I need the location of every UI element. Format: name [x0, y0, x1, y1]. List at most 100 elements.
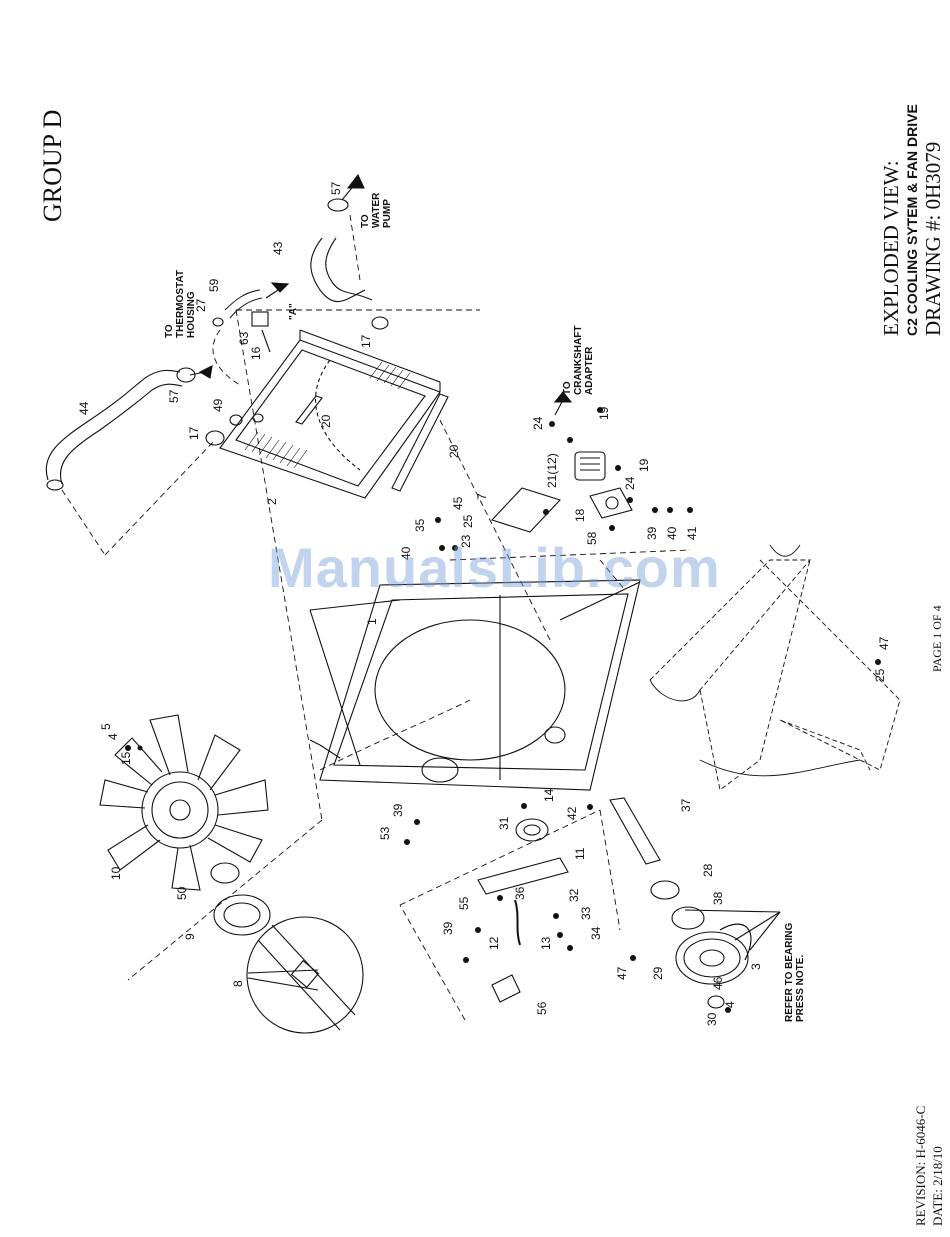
bracket: [491, 487, 561, 533]
part-number-label: 39: [645, 526, 659, 540]
svg-text:ADAPTER: ADAPTER: [584, 346, 595, 395]
part-number-label: 28: [701, 863, 715, 877]
part-number-label: 20: [319, 414, 333, 428]
part-number-label: 39: [441, 921, 455, 935]
part-number-label: 57: [167, 389, 181, 403]
part-number-label: 13: [539, 936, 553, 950]
group-heading: GROUP D: [38, 109, 67, 222]
part-number-label: 32: [567, 888, 581, 902]
svg-text:THERMOSTAT: THERMOSTAT: [175, 270, 186, 338]
drive-pulley: [675, 931, 749, 985]
part-number-label: 24: [531, 416, 545, 430]
part-number-label: 45: [451, 496, 465, 510]
part-number-label: 19: [637, 458, 651, 472]
part-number-label: 2: [265, 498, 279, 505]
title-drawing-number: DRAWING #: 0H3079: [921, 141, 945, 336]
part-number-label: 46: [711, 976, 725, 990]
detail-circle: [246, 916, 364, 1034]
part-number-label: 25: [873, 668, 887, 682]
svg-text:CRANKSHAFT: CRANKSHAFT: [573, 326, 584, 395]
callout-to-thermostat: TO THERMOSTAT HOUSING: [164, 270, 197, 338]
callout-to-crankshaft: TO CRANKSHAFT ADAPTER: [562, 326, 595, 395]
part-number-label: 24: [623, 476, 637, 490]
part-number-label: 11: [573, 847, 587, 860]
part-number-label: 16: [249, 346, 263, 360]
detail-a-label: "A": [288, 303, 299, 320]
part-number-label: 14: [542, 788, 556, 802]
part-number-label: 43: [271, 241, 285, 255]
idler-arm: [477, 857, 569, 895]
part-number-labels: 574359276316174457491720202241921(12)192…: [77, 181, 891, 1026]
part-number-label: 21(12): [545, 453, 559, 488]
part-number-label: 7: [475, 493, 489, 500]
lower-hose: [310, 198, 389, 330]
revision: REVISION: H-6046-C: [913, 1105, 928, 1226]
upper-hose: [45, 367, 225, 491]
part-number-label: 38: [711, 891, 725, 905]
part-number-label: 55: [457, 896, 471, 910]
revision-date: DATE: 2/18/10: [930, 1146, 945, 1226]
part-number-label: 30: [705, 1012, 719, 1026]
fan-shroud: [309, 579, 641, 791]
part-number-label: 25: [461, 514, 475, 528]
title-block: EXPLODED VIEW: C2 COOLING SYTEM & FAN DR…: [879, 104, 945, 336]
part-number-label: 59: [207, 278, 221, 292]
part-number-label: 47: [877, 636, 891, 650]
part-number-label: 40: [665, 526, 679, 540]
part-number-label: 63: [237, 331, 251, 345]
part-number-label: 3: [749, 963, 763, 970]
part-number-label: 1: [365, 618, 379, 625]
title-exploded-view: EXPLODED VIEW:: [879, 160, 903, 336]
part-number-label: 8: [231, 980, 245, 987]
svg-text:WATER: WATER: [371, 192, 382, 228]
part-number-label: 10: [109, 866, 123, 880]
part-number-label: 18: [573, 508, 587, 522]
svg-text:PUMP: PUMP: [382, 199, 393, 228]
svg-text:TO: TO: [360, 214, 371, 228]
title-system-name: C2 COOLING SYTEM & FAN DRIVE: [904, 104, 920, 336]
part-number-label: 4: [723, 1001, 737, 1008]
part-number-label: 17: [359, 334, 373, 348]
drive-shaft: [609, 797, 661, 865]
side-bracket: [295, 393, 449, 492]
part-number-label: 37: [679, 798, 693, 812]
part-number-label: 27: [194, 298, 208, 312]
part-number-label: 58: [585, 531, 599, 545]
part-number-label: 20: [447, 444, 461, 458]
part-number-label: 41: [685, 526, 699, 540]
part-number-label: 19: [597, 406, 611, 420]
part-number-label: 15: [119, 751, 133, 765]
part-number-label: 40: [399, 546, 413, 560]
svg-text:TO: TO: [562, 381, 573, 395]
frame-rails: [649, 559, 901, 791]
bracket-56: [491, 974, 521, 1003]
page-number: PAGE 1 OF 4: [930, 605, 944, 672]
svg-text:PRESS NOTE.: PRESS NOTE.: [795, 955, 806, 1022]
part-number-label: 44: [77, 401, 91, 415]
part-number-label: 39: [391, 803, 405, 817]
part-number-label: 23: [459, 534, 473, 548]
part-number-label: 34: [589, 926, 603, 940]
svg-text:TO: TO: [164, 324, 175, 338]
part-number-label: 42: [565, 806, 579, 820]
part-number-label: 17: [187, 426, 201, 440]
svg-text:HOUSING: HOUSING: [186, 291, 197, 338]
part-number-label: 49: [211, 398, 225, 412]
watermark: ManualsLib.com: [268, 536, 721, 599]
part-number-label: 29: [651, 966, 665, 980]
bearing-press-note: REFER TO BEARING PRESS NOTE.: [784, 923, 806, 1022]
callout-to-water-pump: TO WATER PUMP: [360, 192, 393, 228]
part-number-label: 56: [535, 1001, 549, 1015]
part-number-label: 33: [579, 906, 593, 920]
part-number-label: 53: [378, 826, 392, 840]
part-number-label: 31: [497, 816, 511, 830]
part-number-label: 57: [329, 181, 343, 195]
svg-text:REFER TO BEARING: REFER TO BEARING: [784, 923, 795, 1022]
part-number-label: 47: [615, 966, 629, 980]
part-number-label: 12: [487, 936, 501, 950]
part-number-label: 9: [183, 933, 197, 940]
part-number-label: 35: [413, 518, 427, 532]
radiator-core: [219, 329, 441, 499]
part-number-label: 4: [106, 733, 120, 740]
